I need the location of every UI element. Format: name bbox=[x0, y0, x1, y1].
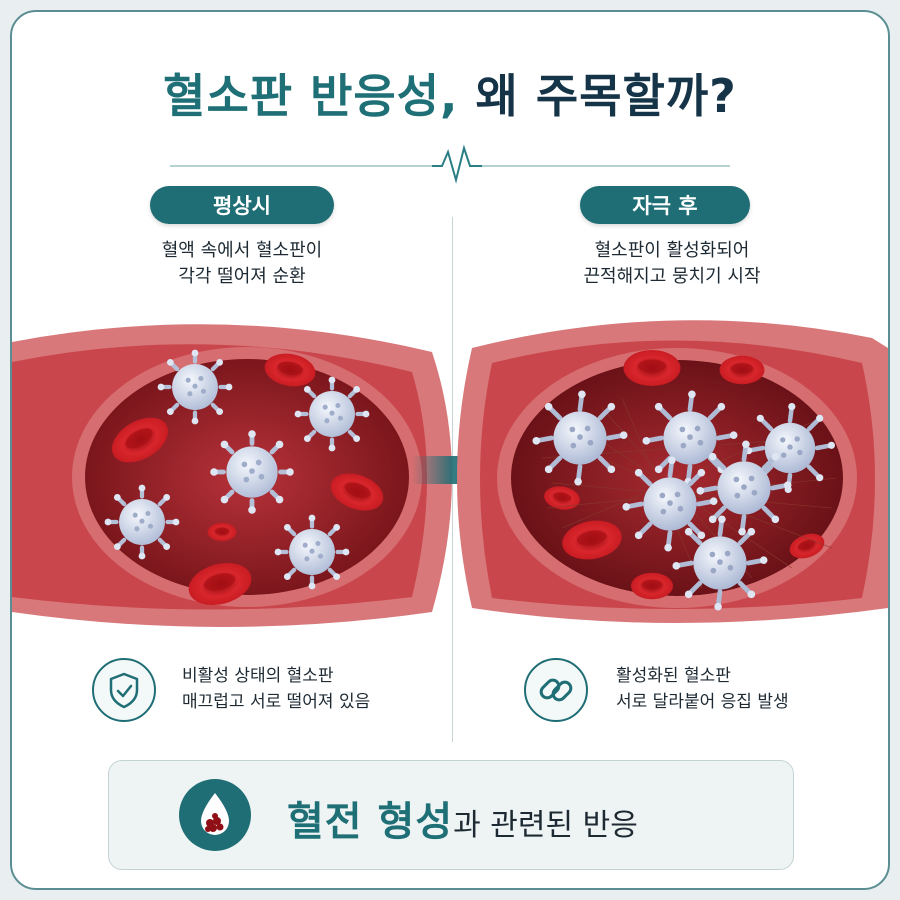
stimulated-state-caption: 활성화된 혈소판 서로 달라붙어 응집 발생 bbox=[616, 663, 789, 715]
activated-platelet bbox=[697, 441, 792, 536]
stimulated-caption-line-2: 서로 달라붙어 응집 발생 bbox=[616, 692, 789, 712]
inactive-platelet bbox=[275, 515, 350, 590]
inactive-platelet bbox=[210, 430, 294, 514]
summary-rest: 과 관련된 반응 bbox=[453, 808, 638, 843]
inactive-platelet bbox=[158, 350, 233, 425]
normal-caption-line-1: 비활성 상태의 혈소판 bbox=[182, 666, 334, 686]
heartbeat-line-icon bbox=[170, 144, 730, 184]
chain-link-icon bbox=[524, 658, 588, 722]
inactive-platelet bbox=[105, 485, 180, 560]
stimulated-state-description: 혈소판이 활성화되어 끈적해지고 뭉치기 시작 bbox=[482, 238, 862, 290]
normal-state-description: 혈액 속에서 혈소판이 각각 떨어져 순환 bbox=[52, 238, 432, 290]
infographic-card: 혈소판 반응성, 왜 주목할까? 평상시 혈액 속에서 혈소판이 각각 떨어져 … bbox=[10, 10, 890, 890]
inactive-platelet bbox=[295, 377, 370, 452]
activated-platelet bbox=[623, 457, 718, 552]
stimulated-state-badge: 자극 후 bbox=[580, 186, 750, 224]
normal-caption-line-2: 매끄럽고 서로 떨어져 있음 bbox=[182, 692, 371, 712]
red-blood-cell bbox=[207, 523, 237, 541]
red-blood-cell bbox=[719, 355, 765, 385]
normal-state-badge: 평상시 bbox=[150, 186, 334, 224]
summary-text: 혈전 형성과 관련된 반응 bbox=[287, 789, 638, 847]
activated-platelet bbox=[673, 516, 768, 611]
normal-desc-line-1: 혈액 속에서 혈소판이 bbox=[161, 240, 323, 261]
red-blood-cell bbox=[631, 572, 673, 600]
stimulated-desc-line-1: 혈소판이 활성화되어 bbox=[594, 240, 750, 261]
title-rest: 왜 주목할까? bbox=[475, 69, 737, 123]
shield-check-icon bbox=[92, 658, 156, 722]
stimulated-caption-line-1: 활성화된 혈소판 bbox=[616, 666, 731, 686]
page-title: 혈소판 반응성, 왜 주목할까? bbox=[12, 60, 888, 126]
activated-platelet bbox=[643, 391, 738, 486]
title-highlight: 혈소판 반응성, bbox=[163, 69, 459, 123]
thrombosis-summary-box: 혈전 형성과 관련된 반응 bbox=[108, 760, 794, 870]
normal-desc-line-2: 각각 떨어져 순환 bbox=[178, 266, 306, 287]
stimulated-blood-vessel-illustration bbox=[457, 320, 888, 623]
normal-blood-vessel-illustration bbox=[12, 324, 452, 627]
summary-highlight: 혈전 형성 bbox=[287, 799, 454, 845]
red-blood-cell bbox=[623, 349, 681, 387]
activated-platelet bbox=[533, 391, 628, 486]
blood-drop-icon bbox=[179, 779, 251, 851]
normal-state-caption: 비활성 상태의 혈소판 매끄럽고 서로 떨어져 있음 bbox=[182, 663, 370, 715]
stimulated-desc-line-2: 끈적해지고 뭉치기 시작 bbox=[583, 266, 761, 287]
